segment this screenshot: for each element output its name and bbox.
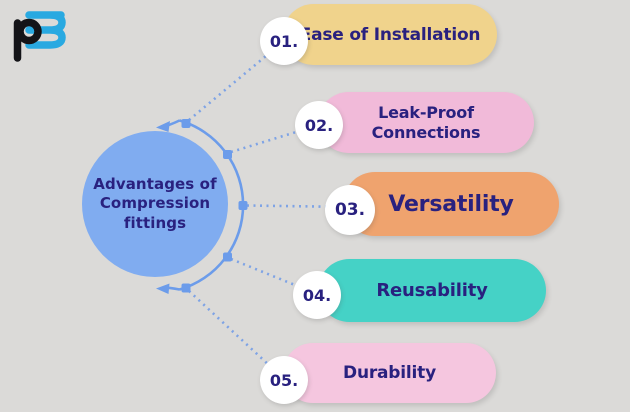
logo-m-glyph [25, 11, 66, 49]
advantage-pill-durability: Durability [283, 343, 496, 403]
step-number-badge-2: 02. [295, 101, 343, 149]
advantage-pill-versatility: Versatility [343, 172, 559, 236]
step-number: 03. [334, 200, 366, 220]
arc-node-3 [238, 201, 248, 210]
advantage-label: Leak-Proof Connections [372, 103, 481, 143]
central-topic-title: Advantages of Compression fittings [93, 175, 216, 233]
advantage-label: Durability [343, 363, 436, 383]
advantage-label: Ease of Installation [299, 24, 481, 45]
advantage-pill-ease-of-installation: Ease of Installation [283, 4, 497, 65]
step-number-badge-3: 03. [325, 185, 375, 235]
central-topic-circle: Advantages of Compression fittings [82, 131, 228, 277]
step-number: 02. [304, 115, 334, 135]
logo-p-glyph [13, 18, 42, 62]
step-number: 05. [269, 370, 299, 390]
arc-node-2 [223, 150, 232, 159]
arc-node-4 [223, 252, 232, 262]
brand-logo-pm-icon [13, 11, 66, 62]
step-number: 01. [269, 31, 299, 51]
arc-node-1 [181, 119, 191, 128]
advantage-pill-leak-proof-connections: Leak-Proof Connections [318, 92, 534, 153]
label-line: Leak-Proof [378, 102, 474, 122]
step-number: 04. [302, 285, 332, 305]
title-line: fittings [123, 213, 187, 232]
title-line: Compression [99, 194, 211, 213]
step-number-badge-4: 04. [293, 271, 341, 319]
dotted-connector-4 [230, 257, 318, 296]
step-number-badge-1: 01. [260, 17, 308, 65]
label-line: Connections [371, 122, 481, 142]
title-line: Advantages of [93, 175, 217, 194]
dotted-connector-1 [188, 40, 285, 121]
arrowhead-bottom-icon [156, 283, 170, 294]
advantage-label: Reusability [376, 280, 488, 301]
arrowhead-top-icon [156, 121, 170, 132]
arc-node-5 [181, 283, 191, 293]
advantage-pill-reusability: Reusability [318, 259, 546, 322]
dotted-connector-2 [230, 123, 320, 154]
advantage-label: Versatility [388, 191, 514, 217]
step-number-badge-5: 05. [260, 356, 308, 404]
